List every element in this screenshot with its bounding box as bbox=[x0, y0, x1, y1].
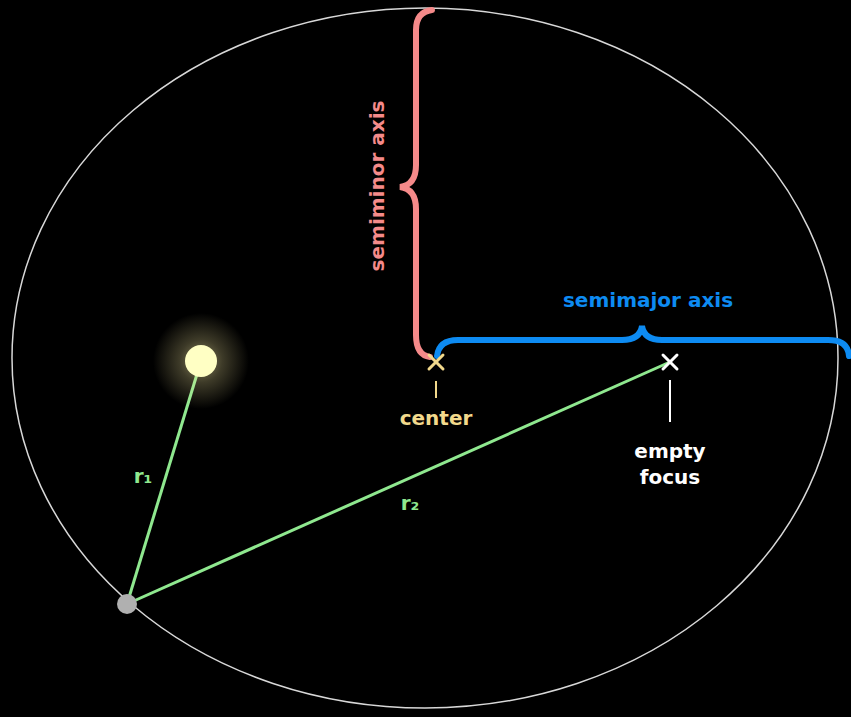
leader-tick bbox=[435, 381, 437, 398]
marker-stroke bbox=[663, 355, 677, 369]
orbit-ellipse bbox=[12, 8, 838, 708]
axis-label: semiminor axis bbox=[365, 101, 389, 272]
radius-label: r₂ bbox=[401, 491, 420, 515]
center-marker bbox=[429, 355, 443, 369]
sun-glow bbox=[153, 313, 249, 409]
focus-marker bbox=[663, 355, 677, 369]
marker-stroke bbox=[429, 355, 443, 369]
point-label: center bbox=[400, 406, 473, 430]
leader-tick bbox=[669, 380, 671, 422]
semimajor-brace bbox=[437, 326, 849, 356]
sun bbox=[185, 345, 217, 377]
marker-stroke bbox=[663, 355, 677, 369]
radius-label: r₁ bbox=[134, 464, 153, 488]
semiminor-brace bbox=[400, 10, 432, 357]
axis-label: semimajor axis bbox=[563, 288, 733, 312]
planet bbox=[117, 594, 137, 614]
point-label: empty focus bbox=[625, 438, 715, 490]
marker-stroke bbox=[429, 355, 443, 369]
